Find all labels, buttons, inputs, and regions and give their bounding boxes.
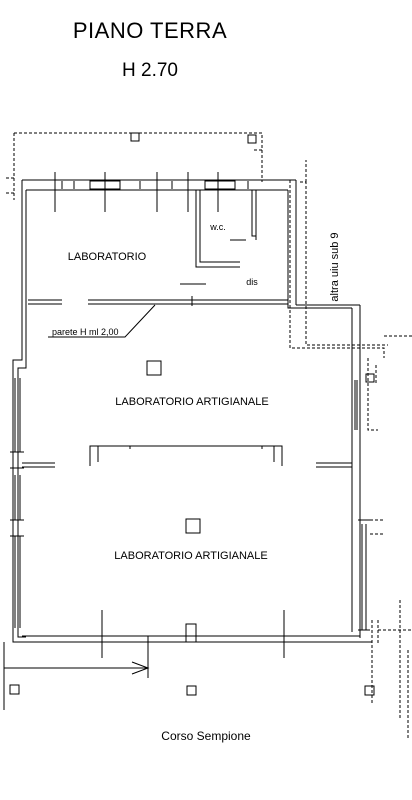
left-windows [10,378,24,628]
partition-wall [28,296,288,338]
outer-walls [12,179,372,643]
room-label-laboratorio: LABORATORIO [68,251,147,263]
neighbour-unit-label: altra uiu sub 9 [329,232,341,301]
rear-windows [54,172,249,212]
ceiling-height: H 2.70 [122,60,178,81]
room-label-dis: dis [246,277,258,287]
internal-wall [22,445,352,468]
neighbour-boundary [6,132,412,740]
page-title: PIANO TERRA [72,18,228,43]
pillars [9,132,375,696]
wc-room [180,190,257,285]
room-label-lab-artigianale-1: LABORATORIO ARTIGIANALE [115,396,268,408]
partition-note: parete H ml 2,00 [52,327,119,337]
room-label-wc: w.c. [209,222,226,232]
street-name: Corso Sempione [161,729,251,743]
room-label-lab-artigianale-2: LABORATORIO ARTIGIANALE [114,550,267,562]
front-openings [3,610,285,710]
right-windows [354,380,370,631]
